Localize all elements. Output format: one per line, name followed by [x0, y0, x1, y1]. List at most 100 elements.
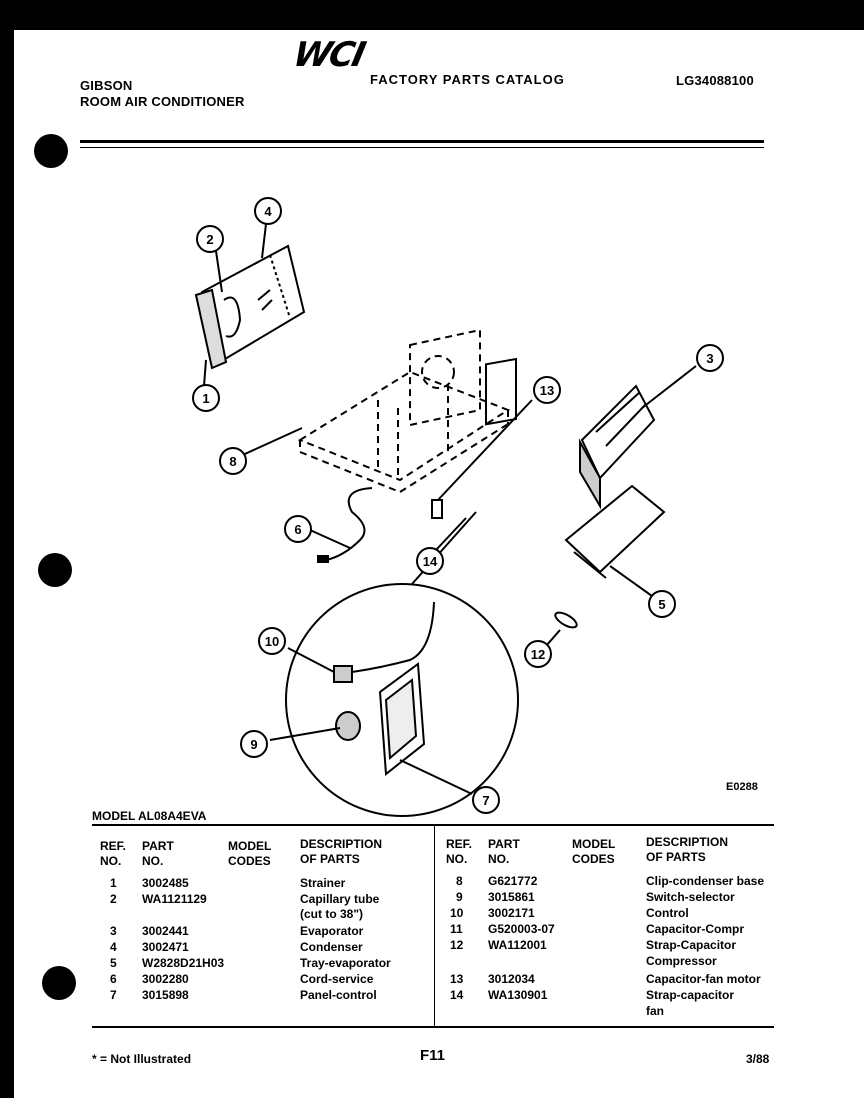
header-rule — [80, 140, 764, 143]
callout-7 — [472, 786, 500, 814]
col-ref-line1: REF. — [100, 839, 127, 853]
part-no: W2828D21H03 — [142, 956, 225, 970]
description-cont: (cut to 38") — [300, 907, 364, 921]
part-no: 3015898 — [142, 988, 189, 1002]
fan-shroud — [409, 328, 481, 427]
condenser-part — [194, 244, 306, 370]
page-number: F11 — [420, 1047, 446, 1064]
ref-no: 14 — [450, 988, 464, 1002]
col-model-line1: MODEL — [228, 839, 272, 853]
callout-1 — [192, 384, 220, 412]
callout-label: 8 — [229, 454, 236, 469]
description: Evaporator — [300, 924, 364, 938]
part-no: 3002441 — [142, 924, 189, 938]
service-cord — [325, 487, 373, 561]
part-no: 3002280 — [142, 972, 189, 986]
table-top-rule — [92, 824, 774, 826]
part-no: 3002485 — [142, 876, 189, 890]
callout-6 — [284, 515, 312, 543]
binder-hole — [34, 134, 68, 168]
diagram-code: E0288 — [726, 781, 758, 793]
callout-14 — [416, 547, 444, 575]
revision-date: 3/88 — [746, 1052, 770, 1066]
callout-5 — [648, 590, 676, 618]
description: Capacitor-fan motor — [646, 972, 761, 986]
header-rule-thin — [80, 147, 764, 148]
ref-no: 3 — [110, 924, 117, 938]
binder-hole — [38, 553, 72, 587]
col-desc-line2: OF PARTS — [646, 850, 706, 864]
table-bottom-rule — [92, 1026, 774, 1028]
callout-label: 2 — [206, 232, 213, 247]
callout-4 — [254, 197, 282, 225]
description: Strap-capacitor — [646, 988, 735, 1002]
col-part-line1: PART — [142, 839, 174, 853]
description: Clip-condenser base — [646, 874, 765, 888]
col-part-line1: PART — [488, 837, 520, 851]
part-no: WA112001 — [488, 938, 547, 952]
product-name: ROOM AIR CONDITIONER — [80, 94, 245, 109]
callout-2 — [196, 225, 224, 253]
table-center-divider — [434, 826, 435, 1026]
evaporator-tray-part — [564, 484, 666, 579]
description: Strainer — [300, 876, 346, 890]
model-line: MODEL AL08A4EVA — [92, 809, 207, 823]
col-desc-line1: DESCRIPTION — [646, 835, 729, 849]
strap-part — [554, 611, 578, 629]
callout-label: 1 — [202, 391, 209, 406]
callout-label: 9 — [250, 737, 257, 752]
ref-no: 6 — [110, 972, 117, 986]
callout-label: 4 — [264, 204, 272, 219]
footnote: * = Not Illustrated — [92, 1052, 192, 1066]
ref-no: 11 — [450, 922, 463, 936]
col-model-line1: MODEL — [572, 837, 616, 851]
description: Condenser — [300, 940, 363, 954]
callout-label: 3 — [706, 351, 713, 366]
part-no: 3002471 — [142, 940, 189, 954]
ref-no: 13 — [450, 972, 464, 986]
col-desc-line2: OF PARTS — [300, 852, 360, 866]
unit-base-outline — [297, 370, 511, 493]
part-no: 3015861 — [488, 890, 535, 904]
part-no: G621772 — [488, 874, 538, 888]
ref-no: 12 — [450, 938, 464, 952]
callout-8 — [219, 447, 247, 475]
ref-no: 8 — [456, 874, 463, 888]
col-ref-line2: NO. — [100, 854, 122, 868]
ref-no: 9 — [456, 890, 463, 904]
col-ref-line1: REF. — [446, 837, 473, 851]
evaporator-part — [579, 384, 656, 510]
part-no: 3012034 — [488, 972, 535, 986]
brand-name: GIBSON — [80, 78, 133, 93]
binder-hole — [42, 966, 76, 1000]
description: Tray-evaporator — [300, 956, 391, 970]
part-no: 3002171 — [488, 906, 535, 920]
description: Capacitor-Compr — [646, 922, 745, 936]
description: Control — [646, 906, 689, 920]
callout-label: 5 — [658, 597, 665, 612]
ref-no: 4 — [110, 940, 117, 954]
col-part-line2: NO. — [488, 852, 510, 866]
callout-13 — [533, 376, 561, 404]
description: Switch-selector — [646, 890, 735, 904]
capacitor-part — [431, 499, 443, 519]
description: Cord-service — [300, 972, 374, 986]
callout-label: 14 — [423, 554, 438, 569]
description: Strap-Capacitor — [646, 938, 737, 952]
part-no: G520003-07 — [488, 922, 555, 936]
ref-no: 5 — [110, 956, 117, 970]
ref-no: 1 — [110, 876, 117, 890]
part-no: WA1121129 — [142, 892, 207, 906]
col-ref-header-right: REF.NO. — [446, 837, 472, 867]
description-cont: Compressor — [646, 954, 717, 968]
callout-label: 12 — [531, 647, 545, 662]
description-cont: fan — [646, 1004, 664, 1018]
callout-label: 13 — [540, 383, 554, 398]
callout-label: 7 — [482, 793, 489, 808]
ref-no: 7 — [110, 988, 117, 1002]
